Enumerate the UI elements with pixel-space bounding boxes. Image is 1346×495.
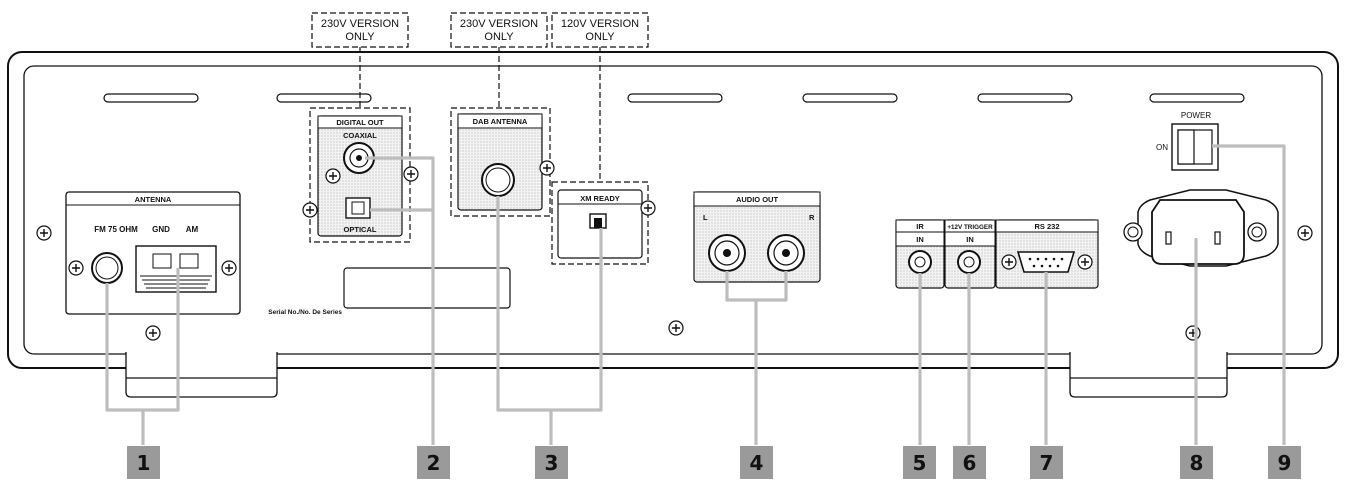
callout-7: 7 — [1040, 451, 1054, 475]
note-digital-line1: 230V VERSION — [321, 18, 399, 30]
rs232-title: RS 232 — [1034, 222, 1059, 231]
xm-title: XM READY — [580, 194, 620, 203]
callout-1: 1 — [137, 451, 151, 475]
rs232-connector[interactable] — [1016, 251, 1076, 273]
note-dab-line2: ONLY — [484, 31, 514, 43]
gnd-label: GND — [152, 225, 170, 234]
callout-5: 5 — [913, 451, 927, 475]
antenna-title: ANTENNA — [135, 195, 172, 204]
digital-out-title: DIGITAL OUT — [336, 118, 384, 127]
ac-inlet[interactable] — [1123, 189, 1279, 267]
rs232-panel: RS 232 — [995, 219, 1099, 289]
power-on-label: ON — [1156, 143, 1168, 152]
dab-title: DAB ANTENNA — [473, 117, 528, 126]
dab-panel: DAB ANTENNA — [457, 113, 543, 211]
fm-label: FM 75 OHM — [94, 225, 138, 234]
xm-connector[interactable] — [589, 213, 607, 229]
note-xm-line2: ONLY — [585, 31, 615, 43]
version-note-digital-out: 230V VERSION ONLY — [311, 12, 409, 108]
optical-label: OPTICAL — [344, 225, 377, 234]
trigger-panel: +12V TRIGGER IN — [944, 219, 996, 289]
callout-9: 9 — [1278, 451, 1292, 475]
callout-8: 8 — [1190, 451, 1204, 475]
feet — [125, 352, 1228, 398]
ir-in-label: IN — [916, 235, 924, 244]
optical-jack[interactable] — [345, 197, 371, 219]
antenna-panel: ANTENNA FM 75 OHM GND AM — [65, 191, 241, 315]
callouts: 1 2 3 4 5 6 7 8 9 — [127, 446, 1301, 479]
am-terminal[interactable] — [135, 245, 217, 293]
am-label: AM — [186, 225, 199, 234]
audio-left-jack[interactable] — [708, 234, 746, 272]
audio-left-label: L — [703, 213, 708, 222]
callout-4: 4 — [750, 451, 764, 475]
coaxial-label: COAXIAL — [343, 131, 377, 140]
audio-right-jack[interactable] — [767, 234, 805, 272]
serial-plate — [343, 267, 511, 309]
ir-title: IR — [916, 222, 924, 231]
audio-right-label: R — [809, 213, 815, 222]
xm-panel: XM READY — [557, 189, 643, 259]
leader-lines — [105, 144, 1286, 445]
note-xm-line1: 120V VERSION — [561, 18, 639, 30]
note-dab-line1: 230V VERSION — [460, 18, 538, 30]
vent-slots — [103, 93, 1245, 103]
callout-2: 2 — [427, 451, 441, 475]
audio-out-panel: AUDIO OUT L R — [693, 191, 821, 283]
trigger-title: +12V TRIGGER — [947, 224, 993, 231]
digital-out-panel: DIGITAL OUT COAXIAL OPTICAL — [317, 115, 403, 237]
power-switch[interactable] — [1171, 123, 1219, 171]
power-title: POWER — [1181, 111, 1211, 120]
version-note-xm: 120V VERSION ONLY — [551, 12, 649, 182]
ir-panel: IR IN — [895, 219, 945, 289]
note-digital-line2: ONLY — [345, 31, 375, 43]
version-note-dab: 230V VERSION ONLY — [450, 12, 548, 108]
trigger-in-label: IN — [966, 235, 974, 244]
callout-3: 3 — [545, 451, 559, 475]
serial-label: Serial No./No. De Series — [268, 309, 342, 316]
callout-6: 6 — [963, 451, 977, 475]
audio-out-title: AUDIO OUT — [736, 195, 779, 204]
